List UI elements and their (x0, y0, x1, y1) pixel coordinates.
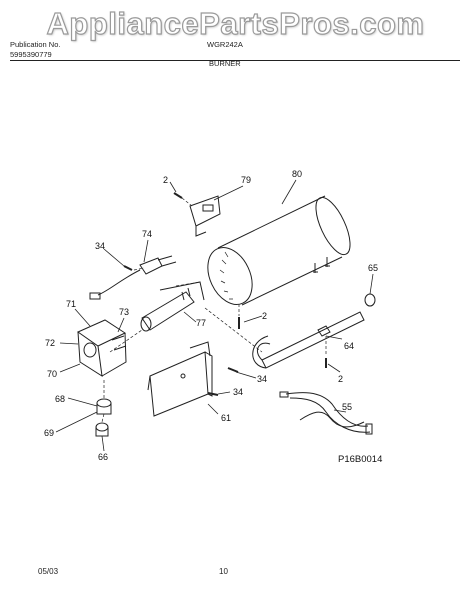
section-title: BURNER (209, 59, 241, 68)
callout-70: 70 (47, 369, 57, 379)
cap-65 (364, 293, 376, 307)
wire-harness-55 (279, 391, 373, 435)
manifold-tube-64 (252, 311, 365, 369)
callout-2-mid: 2 (262, 311, 267, 321)
screw-2-top (173, 192, 183, 199)
callout-77: 77 (196, 318, 206, 328)
burner-tube-77 (140, 281, 205, 332)
model-number: WGR242A (207, 40, 243, 49)
screw-34-low (207, 392, 219, 396)
orifice-66 (95, 422, 109, 432)
callout-79: 79 (241, 175, 251, 185)
callout-69: 69 (44, 428, 54, 438)
callout-64: 64 (344, 341, 354, 351)
callout-55: 55 (342, 402, 352, 412)
callout-71: 71 (66, 299, 76, 309)
footer-date: 05/03 (38, 567, 59, 576)
gas-valve-71 (76, 319, 127, 377)
callout-2-top: 2 (163, 175, 168, 185)
publication-label: Publication No. (10, 40, 61, 49)
header-rule (10, 60, 460, 61)
figure-code: P16B0014 (338, 454, 382, 465)
screw-34-mid (227, 367, 239, 373)
callout-61: 61 (221, 413, 231, 423)
callout-34-low: 34 (233, 387, 243, 397)
callout-labels: 2 79 80 74 34 65 71 73 77 2 72 64 70 34 … (44, 169, 382, 465)
callout-73: 73 (119, 307, 129, 317)
callout-74: 74 (142, 229, 152, 239)
screw-34-top (123, 265, 133, 271)
callout-34-top: 34 (95, 241, 105, 251)
footer-page-number: 10 (219, 567, 228, 576)
igniter-74 (89, 255, 177, 300)
callout-65: 65 (368, 263, 378, 273)
callout-68: 68 (55, 394, 65, 404)
callout-2-low: 2 (338, 374, 343, 384)
bracket-61 (147, 341, 213, 417)
callout-34-mid: 34 (257, 374, 267, 384)
publication-number: 5995390779 (10, 50, 52, 59)
burner-drum-80 (207, 195, 351, 306)
fitting-68 (96, 398, 112, 408)
watermark-logo: AppliancePartsPros.com (46, 5, 425, 41)
callout-80: 80 (292, 169, 302, 179)
callout-66: 66 (98, 452, 108, 462)
bracket-79 (189, 195, 221, 237)
callout-72: 72 (45, 338, 55, 348)
